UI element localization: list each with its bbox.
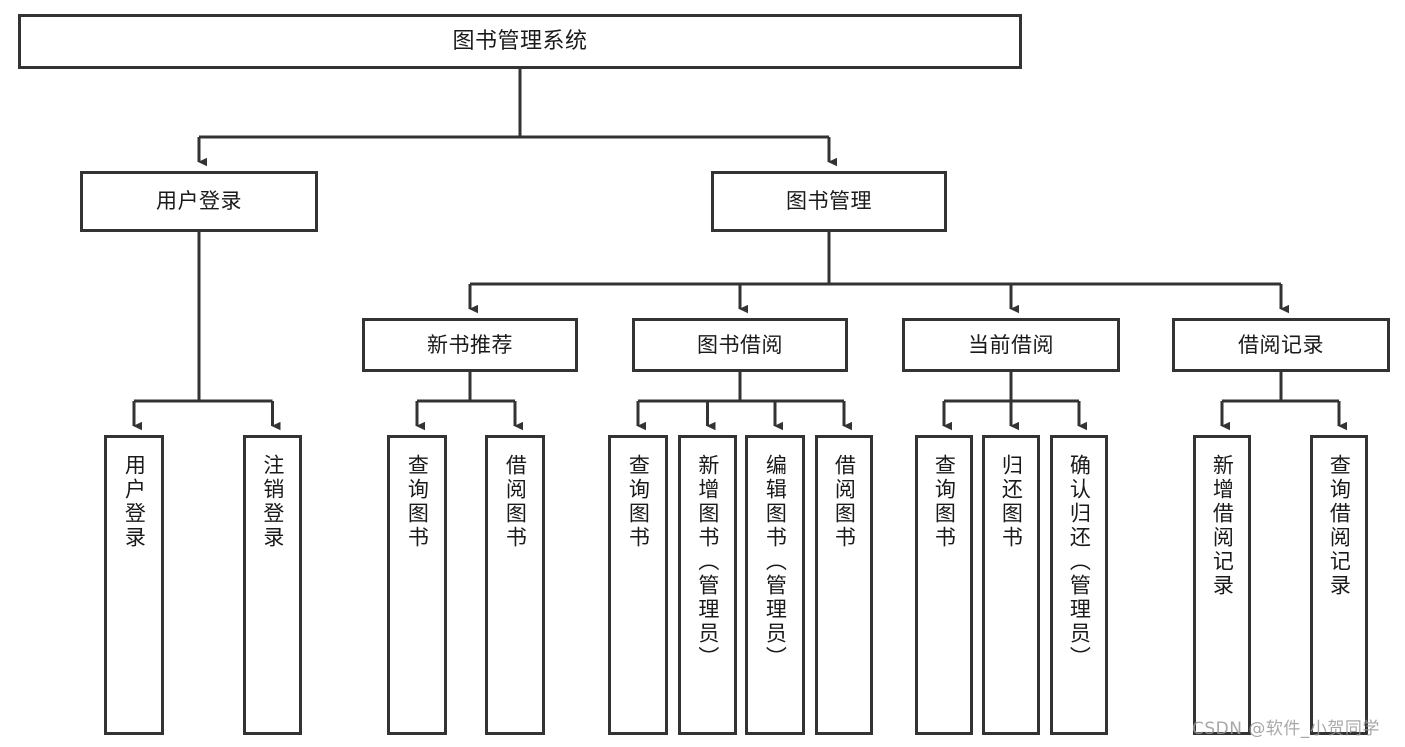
node-label: 查询借阅记录 [1327, 454, 1352, 598]
node-label: 确认归还（管理员） [1067, 454, 1092, 670]
node-label: 用户登录 [156, 189, 242, 214]
node-leaf-borrow-book-1[interactable]: 借阅图书 [485, 435, 545, 735]
node-leaf-borrow-book-2[interactable]: 借阅图书 [815, 435, 873, 735]
node-label: 编辑图书（管理员） [763, 454, 788, 670]
node-leaf-query-book-3[interactable]: 查询图书 [915, 435, 973, 735]
node-label: 图书管理 [786, 189, 872, 214]
node-label: 新书推荐 [427, 332, 513, 357]
node-label: 查询图书 [626, 454, 651, 550]
node-current-borrow[interactable]: 当前借阅 [902, 318, 1120, 372]
node-leaf-add-book[interactable]: 新增图书（管理员） [678, 435, 737, 735]
node-label: 借阅图书 [832, 454, 857, 550]
node-label: 新增借阅记录 [1210, 454, 1235, 598]
node-label: 查询图书 [932, 454, 957, 550]
node-leaf-query-book-1[interactable]: 查询图书 [387, 435, 447, 735]
node-label: 查询图书 [405, 454, 430, 550]
node-leaf-query-book-2[interactable]: 查询图书 [608, 435, 668, 735]
node-label: 新增图书（管理员） [695, 454, 720, 670]
node-leaf-confirm-return[interactable]: 确认归还（管理员） [1050, 435, 1108, 735]
node-label: 当前借阅 [968, 332, 1054, 357]
node-leaf-return-book[interactable]: 归还图书 [982, 435, 1040, 735]
node-label: 借阅记录 [1238, 332, 1324, 357]
node-leaf-edit-book[interactable]: 编辑图书（管理员） [745, 435, 805, 735]
node-label: 图书管理系统 [452, 28, 588, 54]
node-label: 归还图书 [999, 454, 1024, 550]
node-label: 用户登录 [122, 454, 147, 550]
node-user-login[interactable]: 用户登录 [80, 171, 318, 232]
node-label: 注销登录 [260, 454, 285, 550]
watermark: CSDN @软件_小贺同学 [1192, 719, 1380, 739]
node-label: 借阅图书 [503, 454, 528, 550]
node-label: 图书借阅 [697, 332, 783, 357]
node-leaf-query-record[interactable]: 查询借阅记录 [1310, 435, 1368, 735]
node-leaf-user-logout[interactable]: 注销登录 [243, 435, 302, 735]
node-book-manage[interactable]: 图书管理 [711, 171, 947, 232]
node-new-book-rec[interactable]: 新书推荐 [362, 318, 578, 372]
node-root[interactable]: 图书管理系统 [18, 14, 1022, 69]
node-book-borrow[interactable]: 图书借阅 [632, 318, 848, 372]
node-borrow-record[interactable]: 借阅记录 [1172, 318, 1390, 372]
node-leaf-add-record[interactable]: 新增借阅记录 [1193, 435, 1251, 735]
node-leaf-user-login[interactable]: 用户登录 [104, 435, 164, 735]
